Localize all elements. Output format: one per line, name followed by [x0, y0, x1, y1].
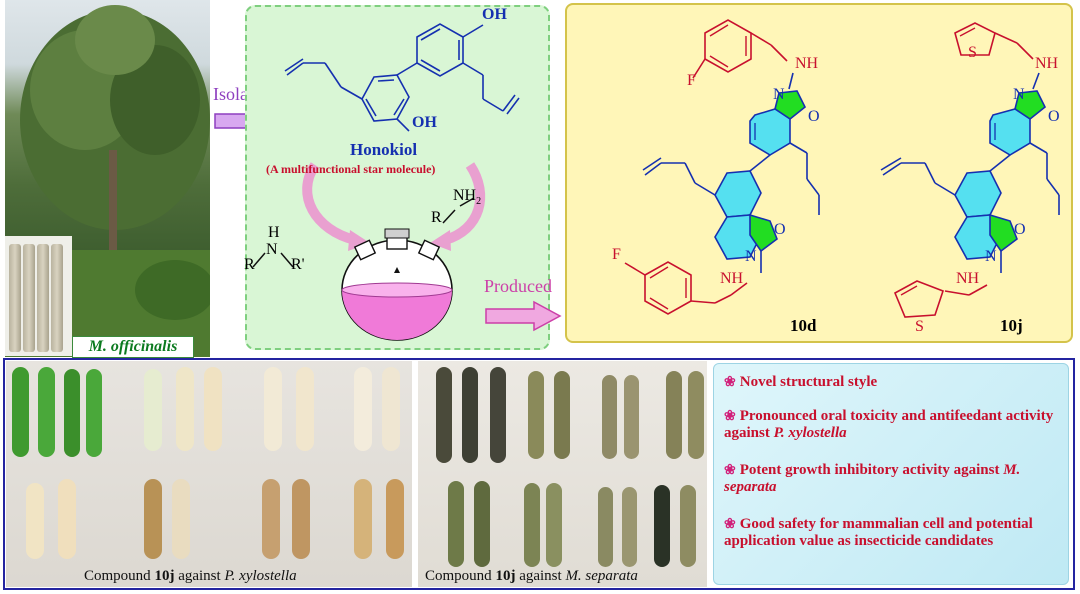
reagent-r-prime: R' [291, 256, 305, 273]
caption-m-separata: Compound 10j against M. separata [425, 568, 638, 584]
10j-nh-top: NH [1035, 55, 1059, 72]
reagent-h: H [268, 224, 280, 241]
10j-nh-bottom: NH [956, 270, 980, 287]
findings-box: ❀Novel structural style ❀Pronounced oral… [713, 363, 1069, 585]
flower-bullet-icon: ❀ [724, 409, 736, 424]
finding-item: ❀Pronounced oral toxicity and antifeedan… [724, 408, 1054, 441]
produced-arrow [485, 300, 562, 332]
compound-10j-structure [880, 22, 1060, 318]
finding-item: ❀Good safety for mammalian cell and pote… [724, 516, 1033, 549]
compound-10d-label: 10d [790, 316, 817, 335]
10d-n-bottom: N [745, 248, 757, 265]
10j-s-bottom: S [915, 318, 924, 335]
reaction-flask [341, 228, 453, 341]
10d-f-top: F [687, 72, 696, 89]
produced-label: Produced [484, 276, 552, 296]
compound-structures [624, 19, 1060, 318]
reagent-r: R [244, 256, 255, 273]
m-separata-larvae-photo [418, 361, 707, 587]
finding-item: ❀Novel structural style [724, 374, 878, 390]
honokiol-subtitle: (A multifunctional star molecule) [266, 162, 436, 176]
10d-nh-top: NH [795, 55, 819, 72]
reagent-n: N [266, 241, 278, 258]
flower-bullet-icon: ❀ [724, 517, 736, 532]
reagent-nh2: NH2 [453, 187, 482, 208]
flower-bullet-icon: ❀ [724, 463, 736, 478]
10j-n-bottom: N [985, 248, 997, 265]
reagent-r2: R [431, 209, 442, 226]
finding-item: ❀Potent growth inhibitory activity again… [724, 462, 1021, 495]
flower-bullet-icon: ❀ [724, 375, 736, 390]
10j-o-top: O [1048, 108, 1060, 125]
bark-inset-photo [5, 236, 72, 356]
10d-o-bottom: O [774, 221, 786, 238]
10d-n-top: N [773, 86, 785, 103]
10j-n-top: N [1013, 86, 1025, 103]
10d-nh-bottom: NH [720, 270, 744, 287]
compound-10d-structure [624, 19, 820, 315]
honokiol-structure [252, 23, 520, 341]
honokiol-oh-top: OH [482, 6, 507, 23]
10j-s-top: S [968, 44, 977, 61]
honokiol-name: Honokiol [350, 140, 418, 159]
honokiol-oh-bottom: OH [412, 114, 437, 131]
10d-f-bottom: F [612, 246, 621, 263]
species-label: M. officinalis [72, 336, 194, 358]
10d-o-top: O [808, 108, 820, 125]
compound-10j-label: 10j [1000, 316, 1023, 335]
p-xylostella-larvae-photo [6, 361, 412, 587]
caption-p-xylostella: Compound 10j against P. xylostella [84, 568, 297, 584]
10j-o-bottom: O [1014, 221, 1026, 238]
